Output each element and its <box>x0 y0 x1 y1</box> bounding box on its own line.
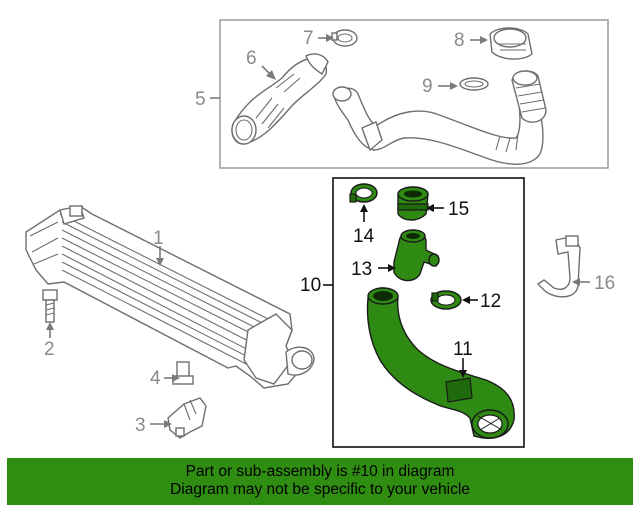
bracket-3 <box>167 397 207 439</box>
bolt-4 <box>172 361 194 385</box>
callout-8: 8 <box>454 30 465 51</box>
upper-hose-right <box>332 70 547 165</box>
clamp-7 <box>331 29 358 47</box>
group-box-10 <box>332 177 525 448</box>
bracket-16 <box>536 235 581 298</box>
clamp-12 <box>430 290 462 310</box>
notice-line-2: Diagram may not be specific to your vehi… <box>170 481 470 498</box>
bolt-2 <box>42 289 58 323</box>
callout-2: 2 <box>44 339 55 360</box>
callout-15: 15 <box>448 199 469 220</box>
callout-14: 14 <box>353 226 375 247</box>
notice-banner: Part or sub-assembly is #10 in diagram D… <box>7 458 633 505</box>
elbow-13 <box>393 229 440 282</box>
connector-8 <box>489 27 533 60</box>
notice-line-1: Part or sub-assembly is #10 in diagram <box>185 463 455 480</box>
callout-13: 13 <box>351 259 372 280</box>
callout-7: 7 <box>303 28 314 49</box>
callout-9: 9 <box>422 76 433 97</box>
hose-11 <box>366 287 515 439</box>
callout-1: 1 <box>153 228 164 249</box>
intercooler-1 <box>25 205 315 389</box>
parts-diagram: 1 2 3 4 5 6 7 8 9 10 11 12 13 14 15 16 <box>25 19 615 448</box>
upper-hose-6 <box>231 53 329 145</box>
clamp-14 <box>349 183 378 203</box>
callout-12: 12 <box>480 291 501 312</box>
connector-15 <box>397 186 429 221</box>
callout-16: 16 <box>594 273 615 294</box>
callout-11: 11 <box>453 339 473 360</box>
clamp-9 <box>459 77 489 91</box>
callout-10: 10 <box>300 275 321 296</box>
group-box-5 <box>219 19 609 169</box>
callout-4: 4 <box>150 368 161 389</box>
callout-5: 5 <box>195 89 206 110</box>
callout-3: 3 <box>135 415 146 436</box>
callout-6: 6 <box>246 48 257 69</box>
